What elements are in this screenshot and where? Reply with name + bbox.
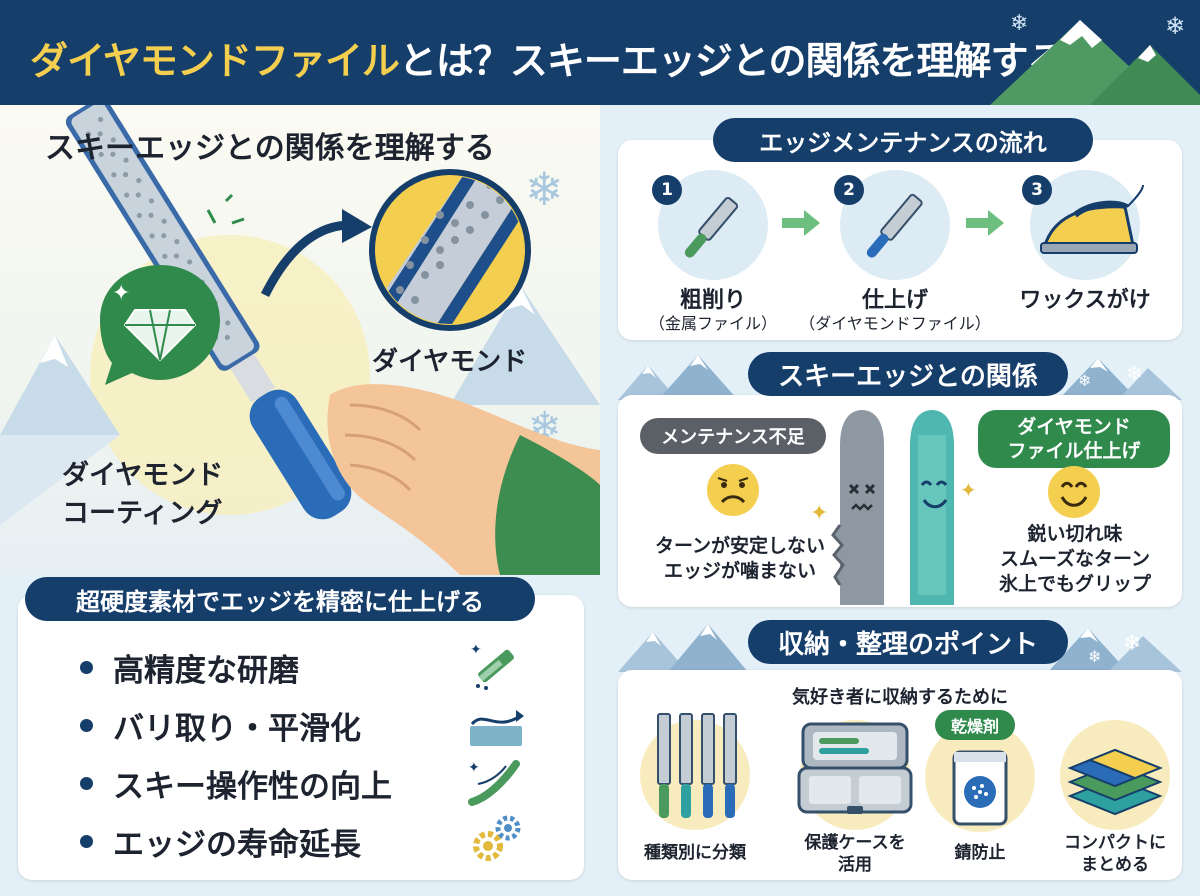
diamond-coating-label: ダイヤモンド コーティング — [62, 457, 223, 533]
feature-label: エッジの寿命延長 — [113, 826, 361, 863]
svg-text:❄: ❄ — [1165, 12, 1185, 40]
sad-face-icon — [707, 464, 759, 516]
step-sublabel: （金属ファイル） — [648, 314, 777, 333]
svg-text:❄: ❄ — [1126, 361, 1143, 385]
metal-file-icon — [684, 196, 739, 258]
features-heading: 超硬度素材でエッジを精密に仕上げる — [25, 577, 535, 621]
storage-item-label-line: 活用 — [838, 855, 872, 875]
diamond-finish-tag-line2: ファイル仕上げ — [1007, 440, 1141, 462]
page-title-rest: とは？スキーエッジとの関係を理解する — [398, 39, 1066, 83]
storage-item-label: 錆防止 — [905, 842, 1055, 864]
svg-text:❄: ❄ — [525, 162, 564, 216]
maintenance-heading: エッジメンテナンスの流れ — [713, 118, 1093, 162]
svg-text:❄: ❄ — [1078, 371, 1091, 390]
svg-text:✦: ✦ — [960, 478, 975, 502]
storage-item-label-line: コンパクトに — [1064, 833, 1166, 853]
storage-item-label: 保護ケースを 活用 — [780, 832, 930, 876]
mountain-decoration-icon: ❄ ❄ — [990, 11, 1200, 105]
maintenance-lacking-tag: メンテナンス不足 — [640, 418, 826, 454]
svg-text:✦: ✦ — [112, 281, 130, 306]
gears-icon — [473, 815, 521, 861]
smooth-surface-icon — [470, 710, 524, 746]
diamond-finish-tag-line1: ダイヤモンド — [1017, 416, 1131, 438]
svg-text:❄: ❄ — [1010, 11, 1028, 36]
arrow-right-icon — [782, 210, 820, 236]
feature-label: スキー操作性の向上 — [113, 768, 392, 805]
svg-text:❄: ❄ — [1123, 631, 1141, 656]
good-result-line: スムーズなターン — [999, 548, 1151, 570]
header-banner: ダイヤモンドファイルとは？スキーエッジとの関係を理解する ❄ ❄ — [0, 0, 1200, 105]
happy-face-icon — [1048, 466, 1100, 518]
step-number: 3 — [1022, 175, 1052, 205]
case-icon — [797, 722, 913, 814]
file-set-icon — [657, 713, 737, 818]
feature-item: スキー操作性の向上 — [80, 758, 392, 808]
ski-tips-illustration: ✦ ✦ — [810, 410, 975, 605]
page-title: ダイヤモンドファイルとは？スキーエッジとの関係を理解する — [30, 30, 1065, 85]
step-label: ワックスがけ — [1019, 288, 1151, 313]
storage-subheading: 気好き者に収納するために — [792, 687, 1008, 708]
diamond-file-illustration-panel: ❄ ❄ — [0, 105, 600, 575]
bullet-dot — [80, 834, 93, 848]
storage-heading: 収納・整理のポイント — [748, 620, 1068, 664]
left-heading: スキーエッジとの関係を理解する — [45, 131, 495, 166]
mountain-decoration-icon: ❄ ❄ — [618, 624, 1182, 672]
storage-item-label-line: 錆防止 — [954, 843, 1006, 863]
storage-item-label-line: まとめる — [1081, 855, 1149, 875]
bullet-dot — [80, 718, 93, 732]
bullet-dot — [80, 776, 93, 790]
good-result-line: 鋭い切れ味 — [1027, 523, 1123, 545]
arrow-right-icon — [966, 210, 1004, 236]
good-result-line: 氷上でもグリップ — [998, 573, 1151, 595]
svg-text:✦: ✦ — [810, 501, 828, 526]
step-sublabel: （ダイヤモンドファイル） — [799, 314, 991, 333]
storage-item-label: 種類別に分類 — [620, 842, 770, 864]
svg-text:❄: ❄ — [1088, 647, 1101, 666]
step-label: 仕上げ — [861, 288, 928, 313]
diamond-coating-label-line2: コーティング — [62, 498, 223, 529]
diamond-file-icon — [866, 193, 923, 258]
bad-result-line: エッジが噛まない — [663, 560, 816, 582]
feature-label: 高精度な研磨 — [113, 652, 299, 689]
step-label: 粗削り — [679, 288, 746, 313]
svg-text:✦: ✦ — [468, 760, 480, 776]
storage-item-label-line: 保護ケースを — [804, 833, 906, 853]
diamond-coating-label-line1: ダイヤモンド — [62, 460, 224, 491]
desiccant-tag: 乾燥剤 — [935, 710, 1015, 740]
svg-text:✦: ✦ — [470, 642, 482, 658]
feature-label: バリ取り・平滑化 — [113, 710, 361, 747]
feature-item: バリ取り・平滑化 — [80, 700, 361, 750]
relation-heading: スキーエッジとの関係 — [748, 352, 1068, 396]
diamond-label: ダイヤモンド — [372, 347, 528, 377]
ski-curve-icon: ✦ — [468, 760, 520, 806]
diamond-finish-tag: ダイヤモンド ファイル仕上げ — [978, 410, 1170, 468]
stack-icon — [1067, 748, 1163, 816]
file-sparkle-icon: ✦ — [470, 642, 514, 690]
step-number: 1 — [652, 175, 682, 205]
feature-item: 高精度な研磨 — [80, 642, 299, 692]
step-number: 2 — [834, 175, 864, 205]
mountain-decoration-icon: ❄ ❄ — [618, 355, 1182, 400]
diamond-file-hand-illustration: ❄ ❄ — [0, 105, 600, 575]
storage-item-label: コンパクトに まとめる — [1040, 832, 1190, 876]
page-title-highlight: ダイヤモンドファイル — [30, 39, 400, 83]
bullet-dot — [80, 660, 93, 674]
bad-result-text: ターンが安定しない エッジが噛まない — [630, 534, 850, 584]
bad-result-line: ターンが安定しない — [654, 535, 826, 557]
feature-item: エッジの寿命延長 — [80, 816, 361, 866]
iron-icon — [1040, 185, 1144, 254]
storage-item-label-line: 種類別に分類 — [644, 843, 746, 863]
good-result-text: 鋭い切れ味 スムーズなターン 氷上でもグリップ — [980, 522, 1170, 597]
desiccant-icon — [952, 750, 1008, 826]
